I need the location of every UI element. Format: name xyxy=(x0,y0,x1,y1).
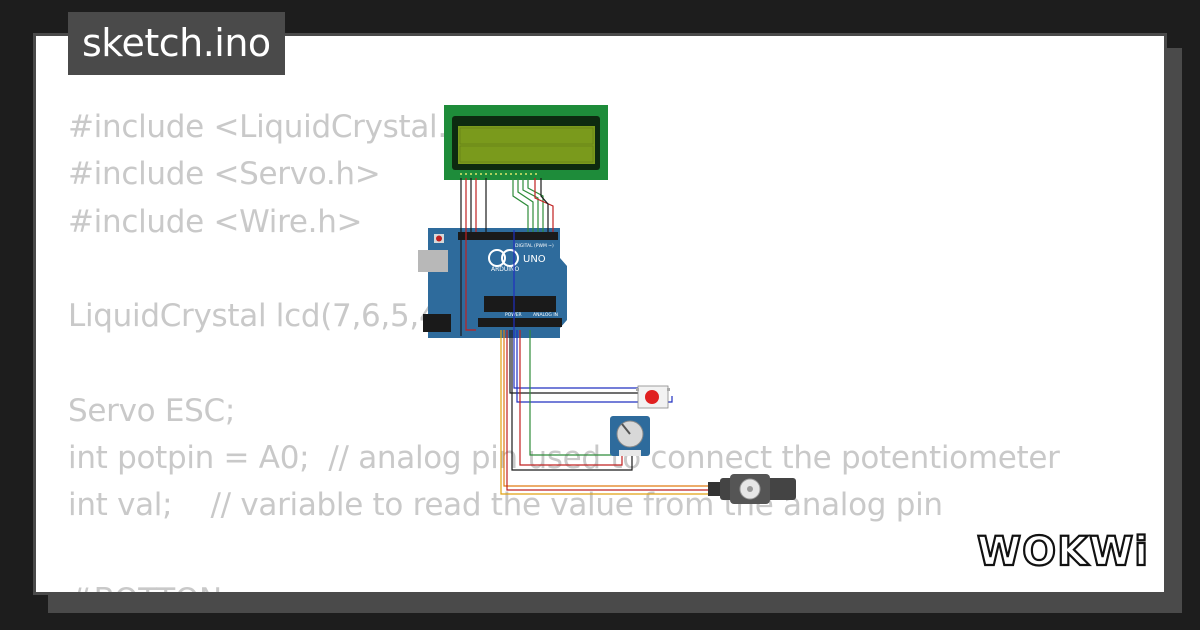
code-line: int val; // variable to read the value f… xyxy=(68,487,943,524)
power-header-label: POWER xyxy=(505,312,522,318)
component-wires xyxy=(500,230,710,495)
board-model-label: UNO xyxy=(523,254,546,265)
code-line: Servo ESC; xyxy=(68,392,236,429)
digital-header-label: DIGITAL (PWM ~) xyxy=(515,243,554,249)
lcd-wires xyxy=(460,178,554,336)
sketch-filename: sketch.ino xyxy=(68,12,285,75)
wokwi-logo: WOKWi xyxy=(976,528,1149,575)
push-button xyxy=(636,385,670,409)
code-line: #include <Servo.h> xyxy=(68,156,381,193)
lcd-display xyxy=(444,105,608,180)
analog-header-label: ANALOG IN xyxy=(533,312,558,318)
potentiometer xyxy=(610,416,650,456)
servo-motor xyxy=(708,474,796,504)
wokwi-logo-text: WOKWi xyxy=(977,529,1149,575)
code-line: #BOTTON xyxy=(68,577,1060,592)
code-line: #include <Wire.h> xyxy=(68,203,363,240)
board-brand-label: ARDUINO xyxy=(491,266,520,273)
arduino-uno-board: ARDUINO UNO DIGITAL (PWM ~) POWER ANALOG… xyxy=(418,228,567,338)
